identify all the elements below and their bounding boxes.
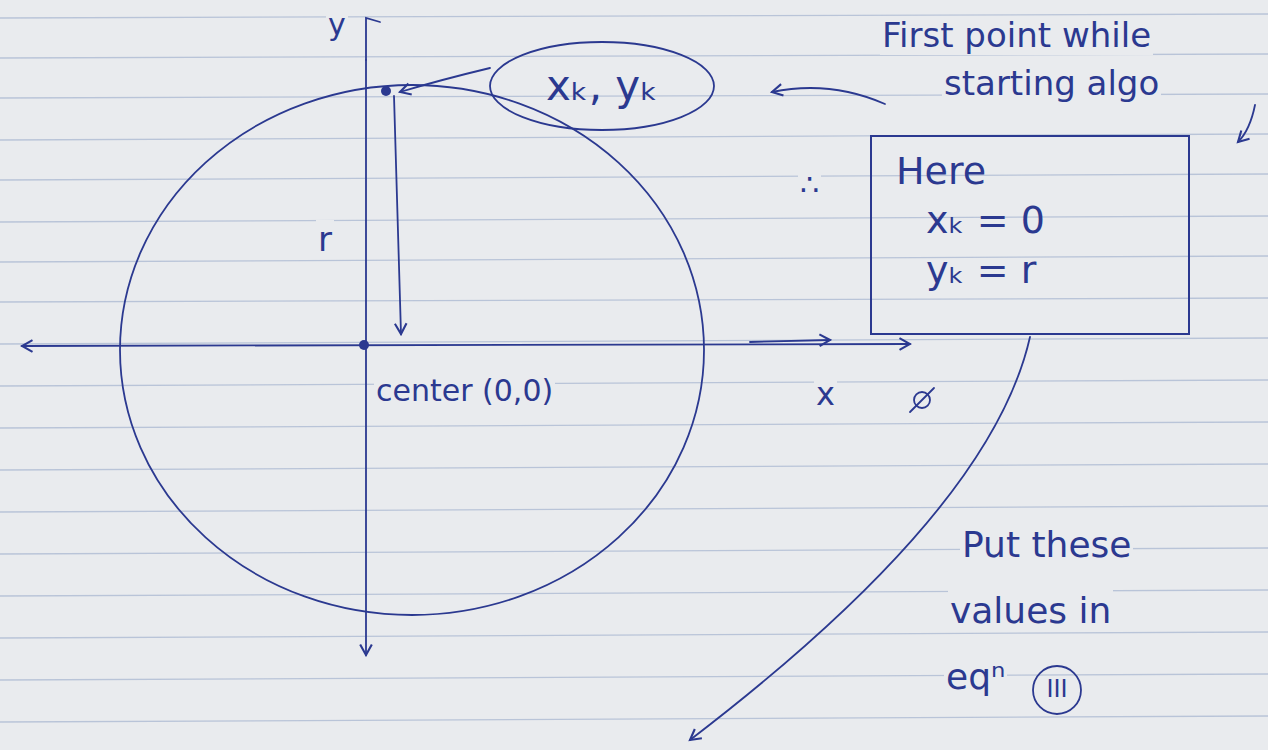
therefore-symbol: ∴ [798, 168, 821, 203]
callout-number: III [1044, 676, 1069, 704]
point-leader [400, 68, 490, 92]
ruled-lines [0, 14, 1268, 722]
y-axis-top [366, 18, 380, 60]
axis-label: x [814, 376, 837, 413]
node-text: xₖ = 0 [926, 196, 1168, 245]
node-text: xₖ, yₖ [546, 59, 658, 114]
node-text: yₖ = r [926, 246, 1168, 295]
callout-circle [1033, 666, 1081, 714]
circle-outline [120, 85, 704, 615]
note-text: First point while [880, 16, 1153, 55]
axis-label: y [326, 8, 348, 43]
radius-label: r [316, 220, 334, 259]
note-text: values in [948, 590, 1113, 631]
values-box: Herexₖ = 0yₖ = r [870, 135, 1190, 335]
radius-arrow [394, 96, 401, 334]
center-dot [359, 340, 369, 350]
x-direction-arrow [750, 340, 830, 342]
note-hook [1238, 105, 1255, 142]
node-text: Here [896, 147, 1168, 196]
center-label: center (0,0) [374, 374, 555, 409]
note-text: Put these [960, 524, 1133, 565]
scribble-slash [910, 388, 934, 412]
x-axis [22, 344, 910, 346]
note-leader [772, 88, 885, 104]
ellipse-outline [490, 42, 714, 130]
note-text: eqⁿ [944, 656, 1007, 697]
start-point-dot [381, 86, 391, 96]
y-axis [365, 60, 367, 655]
point-ellipse: xₖ, yₖ [488, 40, 716, 132]
note-text: starting algo [942, 64, 1161, 103]
